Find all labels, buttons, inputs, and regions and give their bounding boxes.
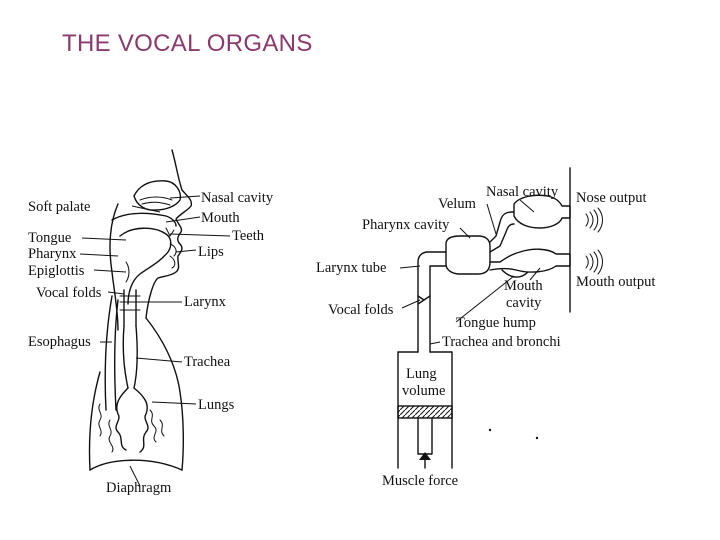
model-label-tongue-hump: Tongue hump bbox=[456, 315, 536, 331]
vocal-folds-model bbox=[417, 295, 431, 305]
velum-model bbox=[489, 211, 515, 243]
model-label-lung-volume-2: volume bbox=[402, 383, 446, 399]
model-label-mouth-cavity-2: cavity bbox=[506, 295, 542, 311]
tongue-hump-model bbox=[501, 269, 529, 278]
model-label-nasal-cavity: Nasal cavity bbox=[486, 184, 559, 200]
label-esophagus: Esophagus bbox=[28, 334, 91, 350]
model-label-pharynx-cavity: Pharynx cavity bbox=[362, 217, 450, 233]
larynx-tube bbox=[123, 289, 137, 327]
palate bbox=[111, 212, 177, 227]
label-epiglottis: Epiglottis bbox=[28, 263, 85, 279]
piston-rod bbox=[417, 417, 433, 455]
model-label-nose-output: Nose output bbox=[576, 190, 646, 206]
model-labels: Nasal cavity Nose output Velum Pharynx c… bbox=[316, 184, 655, 489]
mouth-sound-waves bbox=[585, 249, 603, 275]
label-soft-palate: Soft palate bbox=[28, 199, 90, 215]
model-label-larynx-tube: Larynx tube bbox=[316, 260, 386, 276]
anatomy-labels: Soft palate Nasal cavity Mouth Teeth Ton… bbox=[28, 190, 274, 496]
lips-shape bbox=[169, 243, 177, 269]
trachea-tube bbox=[122, 325, 139, 389]
pharynx-cavity-model bbox=[445, 235, 491, 275]
esophagus-tube bbox=[104, 295, 119, 411]
tongue-shape bbox=[119, 227, 172, 305]
label-mouth: Mouth bbox=[201, 210, 240, 226]
label-nasal-cavity: Nasal cavity bbox=[201, 190, 274, 206]
model-leaders bbox=[399, 199, 541, 345]
piston bbox=[397, 405, 453, 419]
nasal-cavity-model bbox=[513, 194, 571, 229]
mouth-cavity-model bbox=[489, 248, 571, 273]
slide-title: THE VOCAL ORGANS bbox=[62, 30, 313, 57]
model-label-trachea-bronchi: Trachea and bronchi bbox=[442, 334, 561, 350]
larynx-tube-model bbox=[417, 251, 447, 297]
anatomy-leaders bbox=[79, 195, 231, 487]
trachea-model-tube bbox=[417, 295, 431, 353]
model-label-velum: Velum bbox=[438, 196, 477, 212]
label-lips: Lips bbox=[198, 244, 224, 260]
label-trachea: Trachea bbox=[184, 354, 231, 370]
diaphragm-shape bbox=[89, 459, 183, 471]
lungs-bronchi bbox=[115, 387, 149, 453]
back-outline bbox=[88, 371, 101, 471]
label-vocal-folds: Vocal folds bbox=[36, 285, 102, 301]
model-label-mouth-cavity-1: Mouth bbox=[504, 278, 543, 294]
nose-sound-waves bbox=[585, 207, 603, 233]
model-label-vocal-folds: Vocal folds bbox=[328, 302, 394, 318]
model-label-lung-volume-1: Lung bbox=[406, 366, 437, 382]
teeth-shape bbox=[165, 227, 175, 237]
head-outline bbox=[145, 149, 193, 319]
label-pharynx: Pharynx bbox=[28, 246, 77, 262]
anatomy-drawing bbox=[88, 149, 193, 471]
model-label-mouth-output: Mouth output bbox=[576, 274, 655, 290]
nasal-cavity-shape bbox=[133, 180, 182, 211]
model-drawing bbox=[397, 167, 603, 469]
label-larynx: Larynx bbox=[184, 294, 227, 310]
lung-volume-chamber bbox=[397, 351, 453, 469]
label-tongue: Tongue bbox=[28, 230, 71, 246]
chest-outline bbox=[145, 317, 185, 471]
label-diaphragm: Diaphragm bbox=[106, 480, 172, 496]
model-label-muscle-force: Muscle force bbox=[382, 473, 458, 489]
label-lungs: Lungs bbox=[198, 397, 235, 413]
label-teeth: Teeth bbox=[232, 228, 265, 244]
